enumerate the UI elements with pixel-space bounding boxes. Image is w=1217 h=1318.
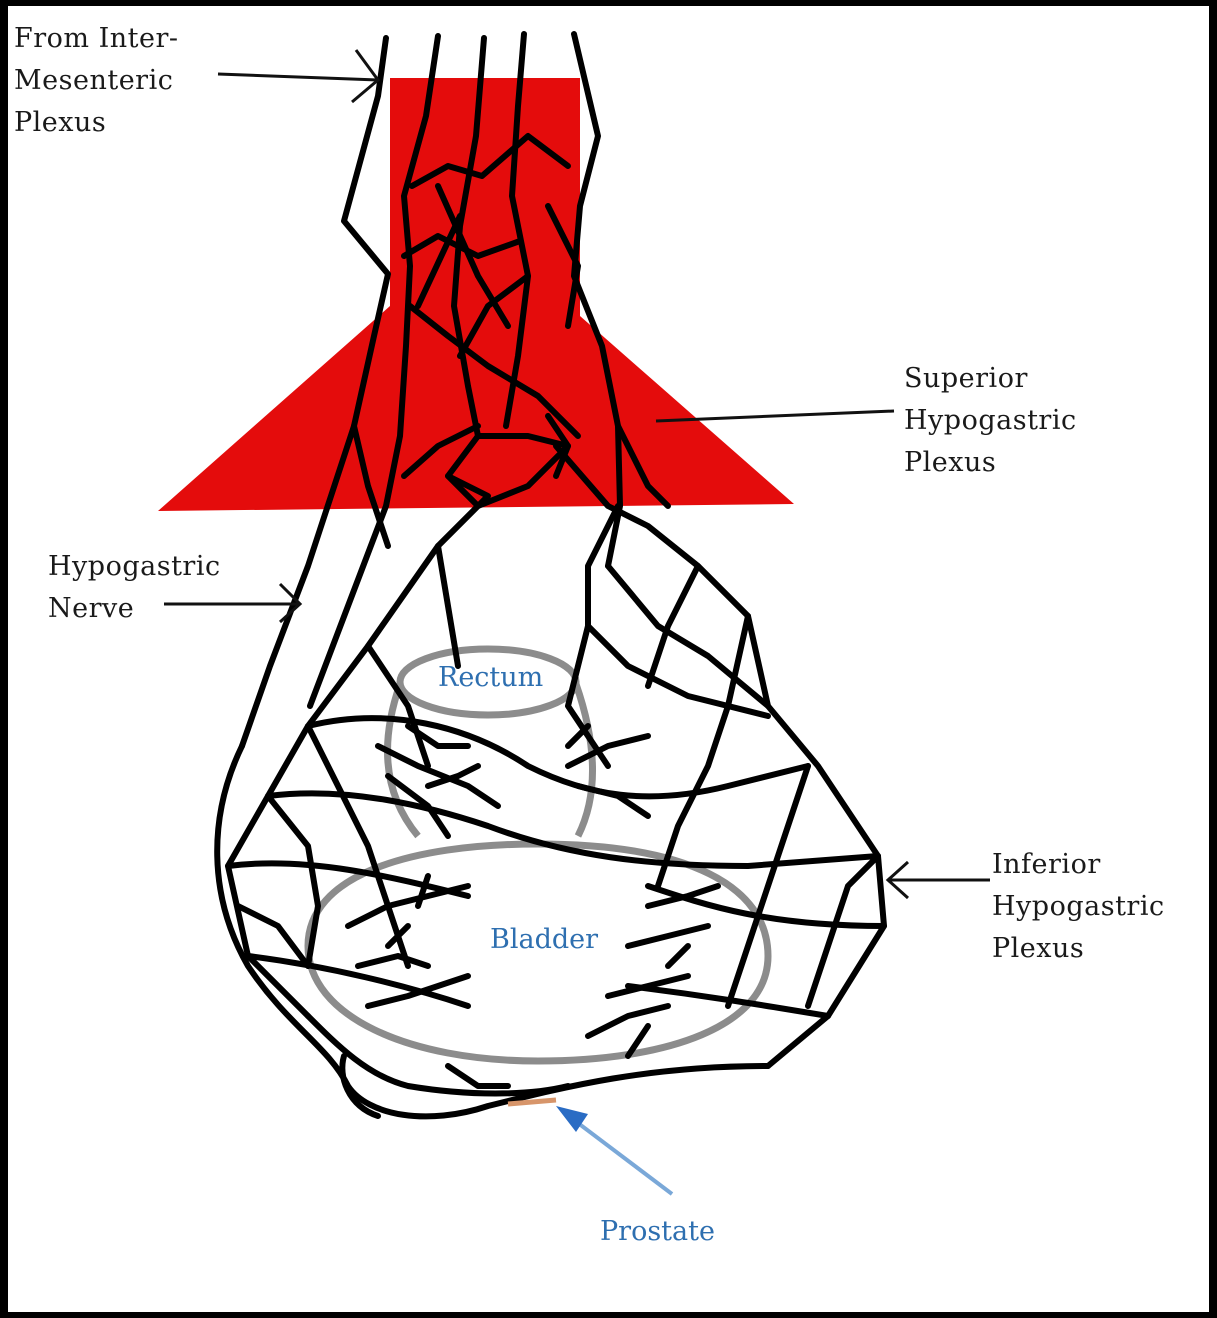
label-prostate: Prostate [600, 1216, 715, 1247]
label-line: Nerve [48, 588, 221, 630]
label-line: Hypogastric [904, 400, 1077, 442]
label-bladder: Bladder [490, 924, 598, 955]
label-line: From Inter- [14, 18, 179, 60]
label-line: Hypogastric [992, 886, 1165, 928]
label-line: Superior [904, 358, 1077, 400]
label-line: Plexus [14, 102, 179, 144]
label-line: Plexus [904, 442, 1077, 484]
label-rectum: Rectum [438, 662, 543, 693]
plexus-diagram [8, 6, 1209, 1312]
label-line: Hypogastric [48, 546, 221, 588]
label-line: Mesenteric [14, 60, 179, 102]
prostate-arrow [556, 1106, 672, 1194]
label-line: Inferior [992, 844, 1165, 886]
label-line: Plexus [992, 928, 1165, 970]
